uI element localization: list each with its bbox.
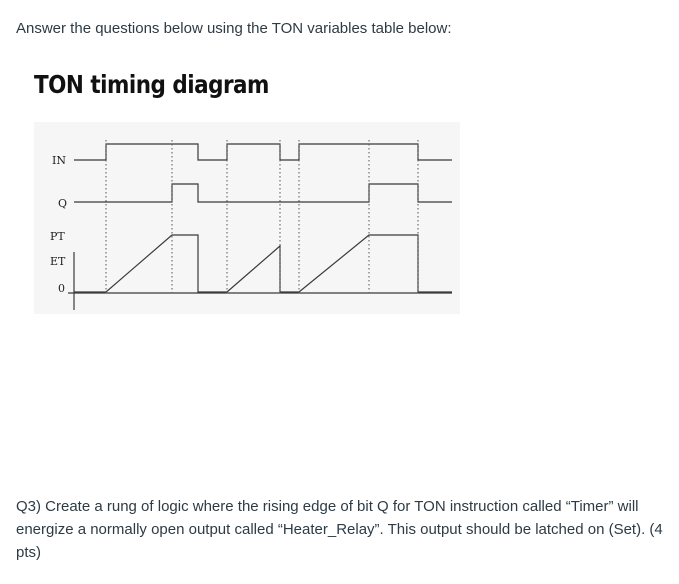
label-pt: PT	[50, 230, 65, 243]
label-zero: 0	[58, 282, 65, 295]
label-et: ET	[50, 255, 66, 268]
q-waveform	[74, 183, 452, 203]
intro-text: Answer the questions below using the TON…	[16, 20, 452, 37]
ton-timing-diagram: IN Q PT ET 0	[34, 122, 460, 314]
diagram-heading: TON timing diagram	[34, 70, 269, 99]
question-q3: Q3) Create a rung of logic where the ris…	[16, 498, 663, 561]
et-waveform	[74, 234, 452, 293]
label-q: Q	[58, 197, 67, 210]
label-in: IN	[52, 154, 66, 167]
in-waveform	[74, 143, 452, 161]
